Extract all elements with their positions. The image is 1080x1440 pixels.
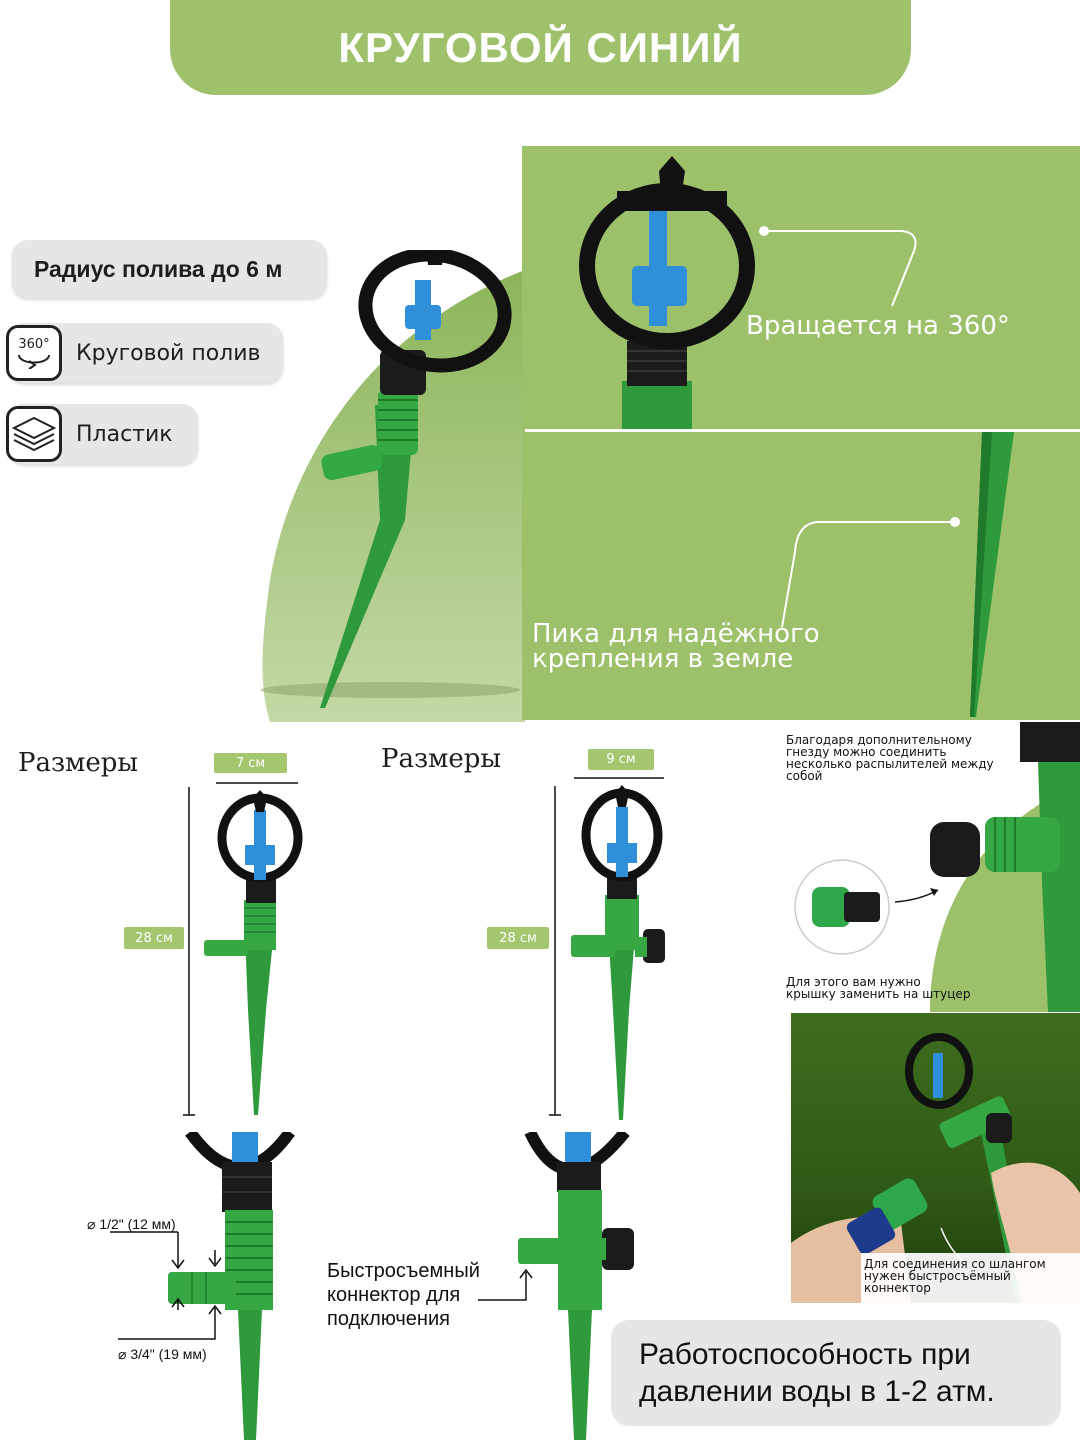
spike-closeup [970, 432, 1014, 717]
connector-note-top-line: собой [786, 769, 823, 783]
title-banner: КРУГОВОЙ СИНИЙ [170, 0, 911, 95]
spike-caption-line2: крепления в земле [532, 644, 794, 674]
lawn-photo: Для соединения со шлангом нужен быстросъ… [791, 1013, 1080, 1303]
height-tag-right: 28 см [487, 927, 549, 949]
connector-note-top: Благодаря дополнительному гнезду можно с… [786, 734, 994, 782]
connector-note-top-line: несколько распылителей между [786, 757, 994, 771]
radius-badge: Радиус полива до 6 м [12, 240, 327, 298]
rotation-caption: Вращается на 360° [746, 311, 1010, 341]
circular-feature: 360° Круговой полив [6, 323, 283, 383]
circular-label: Круговой полив [76, 340, 261, 366]
material-label: Пластик [76, 421, 173, 447]
quick-connector-line: подключения [327, 1308, 450, 1330]
layers-icon [6, 406, 62, 462]
radius-label: Радиус полива до 6 м [34, 255, 283, 282]
quick-connector-label: Быстросъемный коннектор для подключения [327, 1259, 480, 1331]
rotation-360-icon-text: 360° [18, 336, 50, 352]
dimension-lines-right [549, 777, 664, 1116]
quick-connector-line: Быстросъемный [327, 1260, 480, 1282]
spike-panel: Пика для надёжного крепления в земле [522, 432, 1080, 720]
width-tag-left: 7 см [214, 753, 287, 773]
sprinkler-front-left [204, 790, 303, 1115]
port-detail-left [110, 1132, 295, 1440]
quick-connector-line: коннектор для [327, 1284, 461, 1306]
pressure-line: Работоспособность при [639, 1338, 971, 1371]
width-tag-right: 9 см [588, 749, 654, 770]
rotation-panel: Вращается на 360° [522, 146, 1080, 429]
material-feature: Пластик [6, 404, 198, 464]
hose-note: Для соединения со шлангом нужен быстросъ… [864, 1258, 1046, 1294]
page-title: КРУГОВОЙ СИНИЙ [338, 23, 743, 71]
hose-note-line: коннектор [864, 1281, 931, 1295]
sprinkler-front-right [571, 785, 665, 1120]
dimension-lines-left [183, 782, 298, 1116]
connector-note-bottom-line: крышку заменить на штуцер [786, 987, 971, 1001]
rotation-360-icon: 360° [6, 325, 62, 381]
pressure-badge: Работоспособность при давлении воды в 1-… [611, 1320, 1061, 1426]
hose-note-line: Для соединения со шлангом [864, 1257, 1046, 1271]
diameter-small-label: ⌀ 1/2" (12 мм) [87, 1216, 176, 1232]
diameter-large-label: ⌀ 3/4" (19 мм) [118, 1346, 207, 1362]
connector-note-bottom: Для этого вам нужно крышку заменить на ш… [786, 976, 970, 1000]
connector-note-bottom-line: Для этого вам нужно [786, 975, 921, 989]
pressure-line: давлении воды в 1-2 атм. [639, 1375, 995, 1408]
hero-illustration [260, 250, 525, 722]
sprinkler-head-closeup [579, 156, 755, 429]
quick-connector-detail [478, 1132, 634, 1440]
height-tag-left: 28 см [124, 927, 184, 949]
spike-caption-line1: Пика для надёжного [532, 619, 820, 649]
connector-note-top-line: гнезду можно соединить [786, 745, 947, 759]
hose-note-line: нужен быстросъёмный [864, 1269, 1011, 1283]
dimensions-title-right: Размеры [381, 744, 502, 774]
connector-note-top-line: Благодаря дополнительному [786, 733, 972, 747]
dimensions-title-left: Размеры [18, 748, 139, 778]
connector-illustration [794, 722, 1080, 1012]
